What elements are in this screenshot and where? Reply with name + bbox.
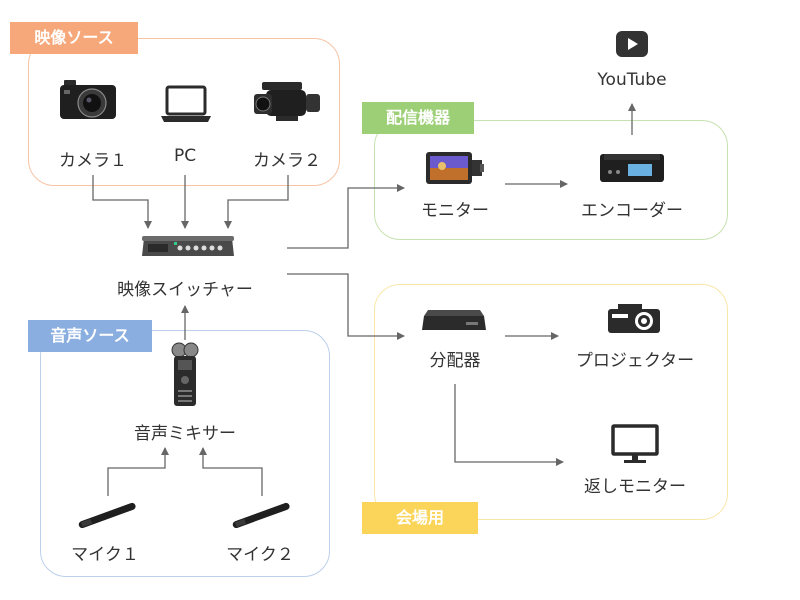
laptop-icon (160, 84, 212, 124)
audio-mixer-label: 音声ミキサー (134, 424, 236, 444)
mic2-label: マイク２ (226, 545, 294, 565)
group-venue-tag: 会場用 (362, 502, 478, 534)
group-venue (374, 284, 728, 520)
monitor-label: モニター (421, 201, 489, 221)
distributor-label: 分配器 (429, 351, 481, 371)
camera2-label: カメラ２ (253, 151, 321, 171)
mic1-label: マイク１ (71, 545, 139, 565)
arrow-camera1-to-switcher (92, 175, 152, 229)
audio-recorder-icon (170, 342, 200, 408)
field-monitor-icon (424, 150, 486, 186)
shotgun-mic-icon (228, 500, 294, 530)
camera1-label: カメラ１ (59, 151, 127, 171)
video-switcher-icon (140, 230, 236, 260)
group-audio-source-tag: 音声ソース (28, 320, 152, 352)
group-video-source (28, 38, 340, 186)
encoder-label: エンコーダー (581, 201, 683, 221)
arrow-distributor-to-return-monitor (454, 384, 564, 466)
encoder-box-icon (598, 150, 666, 184)
group-delivery-equipment (374, 120, 728, 240)
pc-label: PC (173, 146, 197, 166)
group-video-source-tag: 映像ソース (10, 22, 138, 54)
projector-label: プロジェクター (575, 351, 695, 371)
projector-icon (606, 302, 662, 336)
arrow-mic1-to-mixer (107, 447, 169, 496)
splitter-box-icon (420, 306, 488, 336)
shotgun-mic-icon (74, 500, 140, 530)
compact-camera-icon (58, 76, 120, 122)
monitor-icon (610, 424, 660, 464)
youtube-play-icon (615, 30, 649, 58)
arrow-switcher-to-distributor (287, 273, 405, 340)
youtube-label: YouTube (597, 70, 667, 90)
switcher-label: 映像スイッチャー (117, 280, 253, 300)
return-monitor-label: 返しモニター (584, 477, 686, 497)
group-delivery-equipment-tag: 配信機器 (362, 102, 474, 134)
arrow-switcher-to-monitor (287, 184, 405, 249)
arrow-mic2-to-mixer (199, 447, 263, 496)
camcorder-icon (252, 80, 324, 124)
arrow-camera2-to-switcher (224, 175, 289, 229)
